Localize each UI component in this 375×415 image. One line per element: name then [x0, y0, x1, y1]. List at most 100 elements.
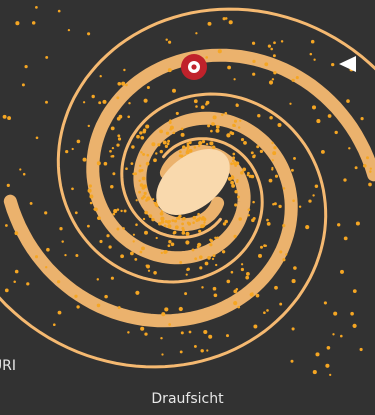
- star-dot: [337, 223, 341, 227]
- star-dot: [171, 219, 175, 222]
- star-dot: [192, 221, 195, 224]
- star-dot: [156, 204, 159, 208]
- star-dot: [224, 219, 228, 224]
- star-dot: [234, 203, 238, 207]
- star-dot: [195, 32, 198, 35]
- star-dot: [359, 347, 363, 352]
- star-dot: [252, 216, 256, 221]
- star-dot: [175, 111, 179, 115]
- star-dot: [110, 276, 114, 280]
- star-dot: [215, 128, 220, 133]
- star-dot: [308, 199, 312, 203]
- star-dot: [184, 292, 188, 296]
- star-dot: [334, 130, 338, 135]
- star-dot: [186, 142, 190, 146]
- star-dot: [368, 182, 372, 187]
- star-dot: [143, 191, 147, 196]
- star-dot: [34, 255, 39, 259]
- star-dot: [15, 21, 20, 26]
- star-dot: [269, 116, 273, 120]
- star-dot: [290, 168, 294, 172]
- star-dot: [329, 373, 332, 377]
- star-dot: [316, 119, 321, 124]
- star-dot: [110, 126, 115, 131]
- star-dot: [280, 40, 284, 43]
- star-dot: [163, 250, 167, 254]
- star-dot: [142, 184, 147, 189]
- star-dot: [327, 114, 332, 118]
- star-dot: [212, 115, 217, 120]
- star-dot: [161, 353, 164, 356]
- star-dot: [207, 256, 211, 260]
- star-dot: [293, 156, 296, 160]
- star-dot: [272, 54, 276, 58]
- star-dot: [182, 145, 186, 149]
- star-dot: [199, 266, 203, 270]
- star-dot: [21, 83, 25, 87]
- star-dot: [352, 289, 357, 293]
- star-dot: [247, 214, 251, 217]
- star-dot: [309, 52, 313, 56]
- star-dot: [212, 286, 217, 291]
- star-dot: [233, 301, 238, 306]
- star-dot: [186, 268, 189, 271]
- star-dot: [192, 215, 197, 220]
- star-dot: [277, 122, 282, 128]
- star-dot: [45, 100, 48, 104]
- star-dot: [209, 141, 214, 146]
- star-dot: [65, 149, 69, 154]
- star-dot: [274, 174, 279, 178]
- star-dot: [44, 211, 48, 215]
- star-dot: [168, 40, 172, 44]
- star-dot: [243, 141, 247, 145]
- star-dot: [290, 359, 294, 363]
- star-dot: [140, 135, 145, 140]
- star-dot: [145, 161, 150, 166]
- star-dot: [228, 20, 233, 25]
- star-dot: [118, 114, 123, 119]
- star-dot: [271, 159, 274, 162]
- star-dot: [7, 116, 12, 121]
- star-dot: [221, 250, 226, 254]
- star-dot: [245, 275, 250, 280]
- star-dot: [167, 139, 171, 143]
- star-dot: [67, 28, 71, 32]
- star-dot: [252, 200, 255, 204]
- star-dot: [87, 188, 92, 193]
- star-dot: [230, 270, 234, 274]
- galactic-bulge: [156, 149, 230, 215]
- star-dot: [5, 224, 8, 227]
- star-dot: [266, 218, 269, 222]
- star-dot: [203, 329, 208, 335]
- star-dot: [193, 146, 197, 149]
- star-dot: [352, 323, 357, 328]
- star-dot: [268, 80, 274, 85]
- star-dot: [310, 39, 315, 44]
- star-dot: [320, 149, 325, 154]
- star-dot: [279, 250, 283, 254]
- star-dot: [113, 209, 118, 214]
- star-dot: [233, 234, 237, 238]
- star-dot: [138, 190, 142, 194]
- star-dot: [278, 204, 282, 209]
- star-dot: [232, 152, 236, 156]
- star-dot: [146, 153, 150, 157]
- star-dot: [235, 161, 240, 166]
- star-dot: [191, 248, 195, 252]
- star-dot: [120, 254, 124, 259]
- star-dot: [193, 344, 197, 348]
- star-dot: [291, 78, 295, 82]
- star-dot: [181, 231, 186, 235]
- star-dot: [247, 171, 250, 175]
- star-dot: [96, 161, 101, 166]
- star-dot: [237, 305, 241, 309]
- star-dot: [332, 333, 335, 336]
- star-dot: [160, 220, 165, 224]
- star-dot: [144, 332, 148, 336]
- star-dot: [312, 194, 315, 197]
- view-caption: Draufsicht: [151, 391, 224, 407]
- star-dot: [238, 126, 241, 129]
- star-dot: [207, 124, 211, 128]
- star-dot: [96, 303, 101, 308]
- star-dot: [159, 129, 163, 134]
